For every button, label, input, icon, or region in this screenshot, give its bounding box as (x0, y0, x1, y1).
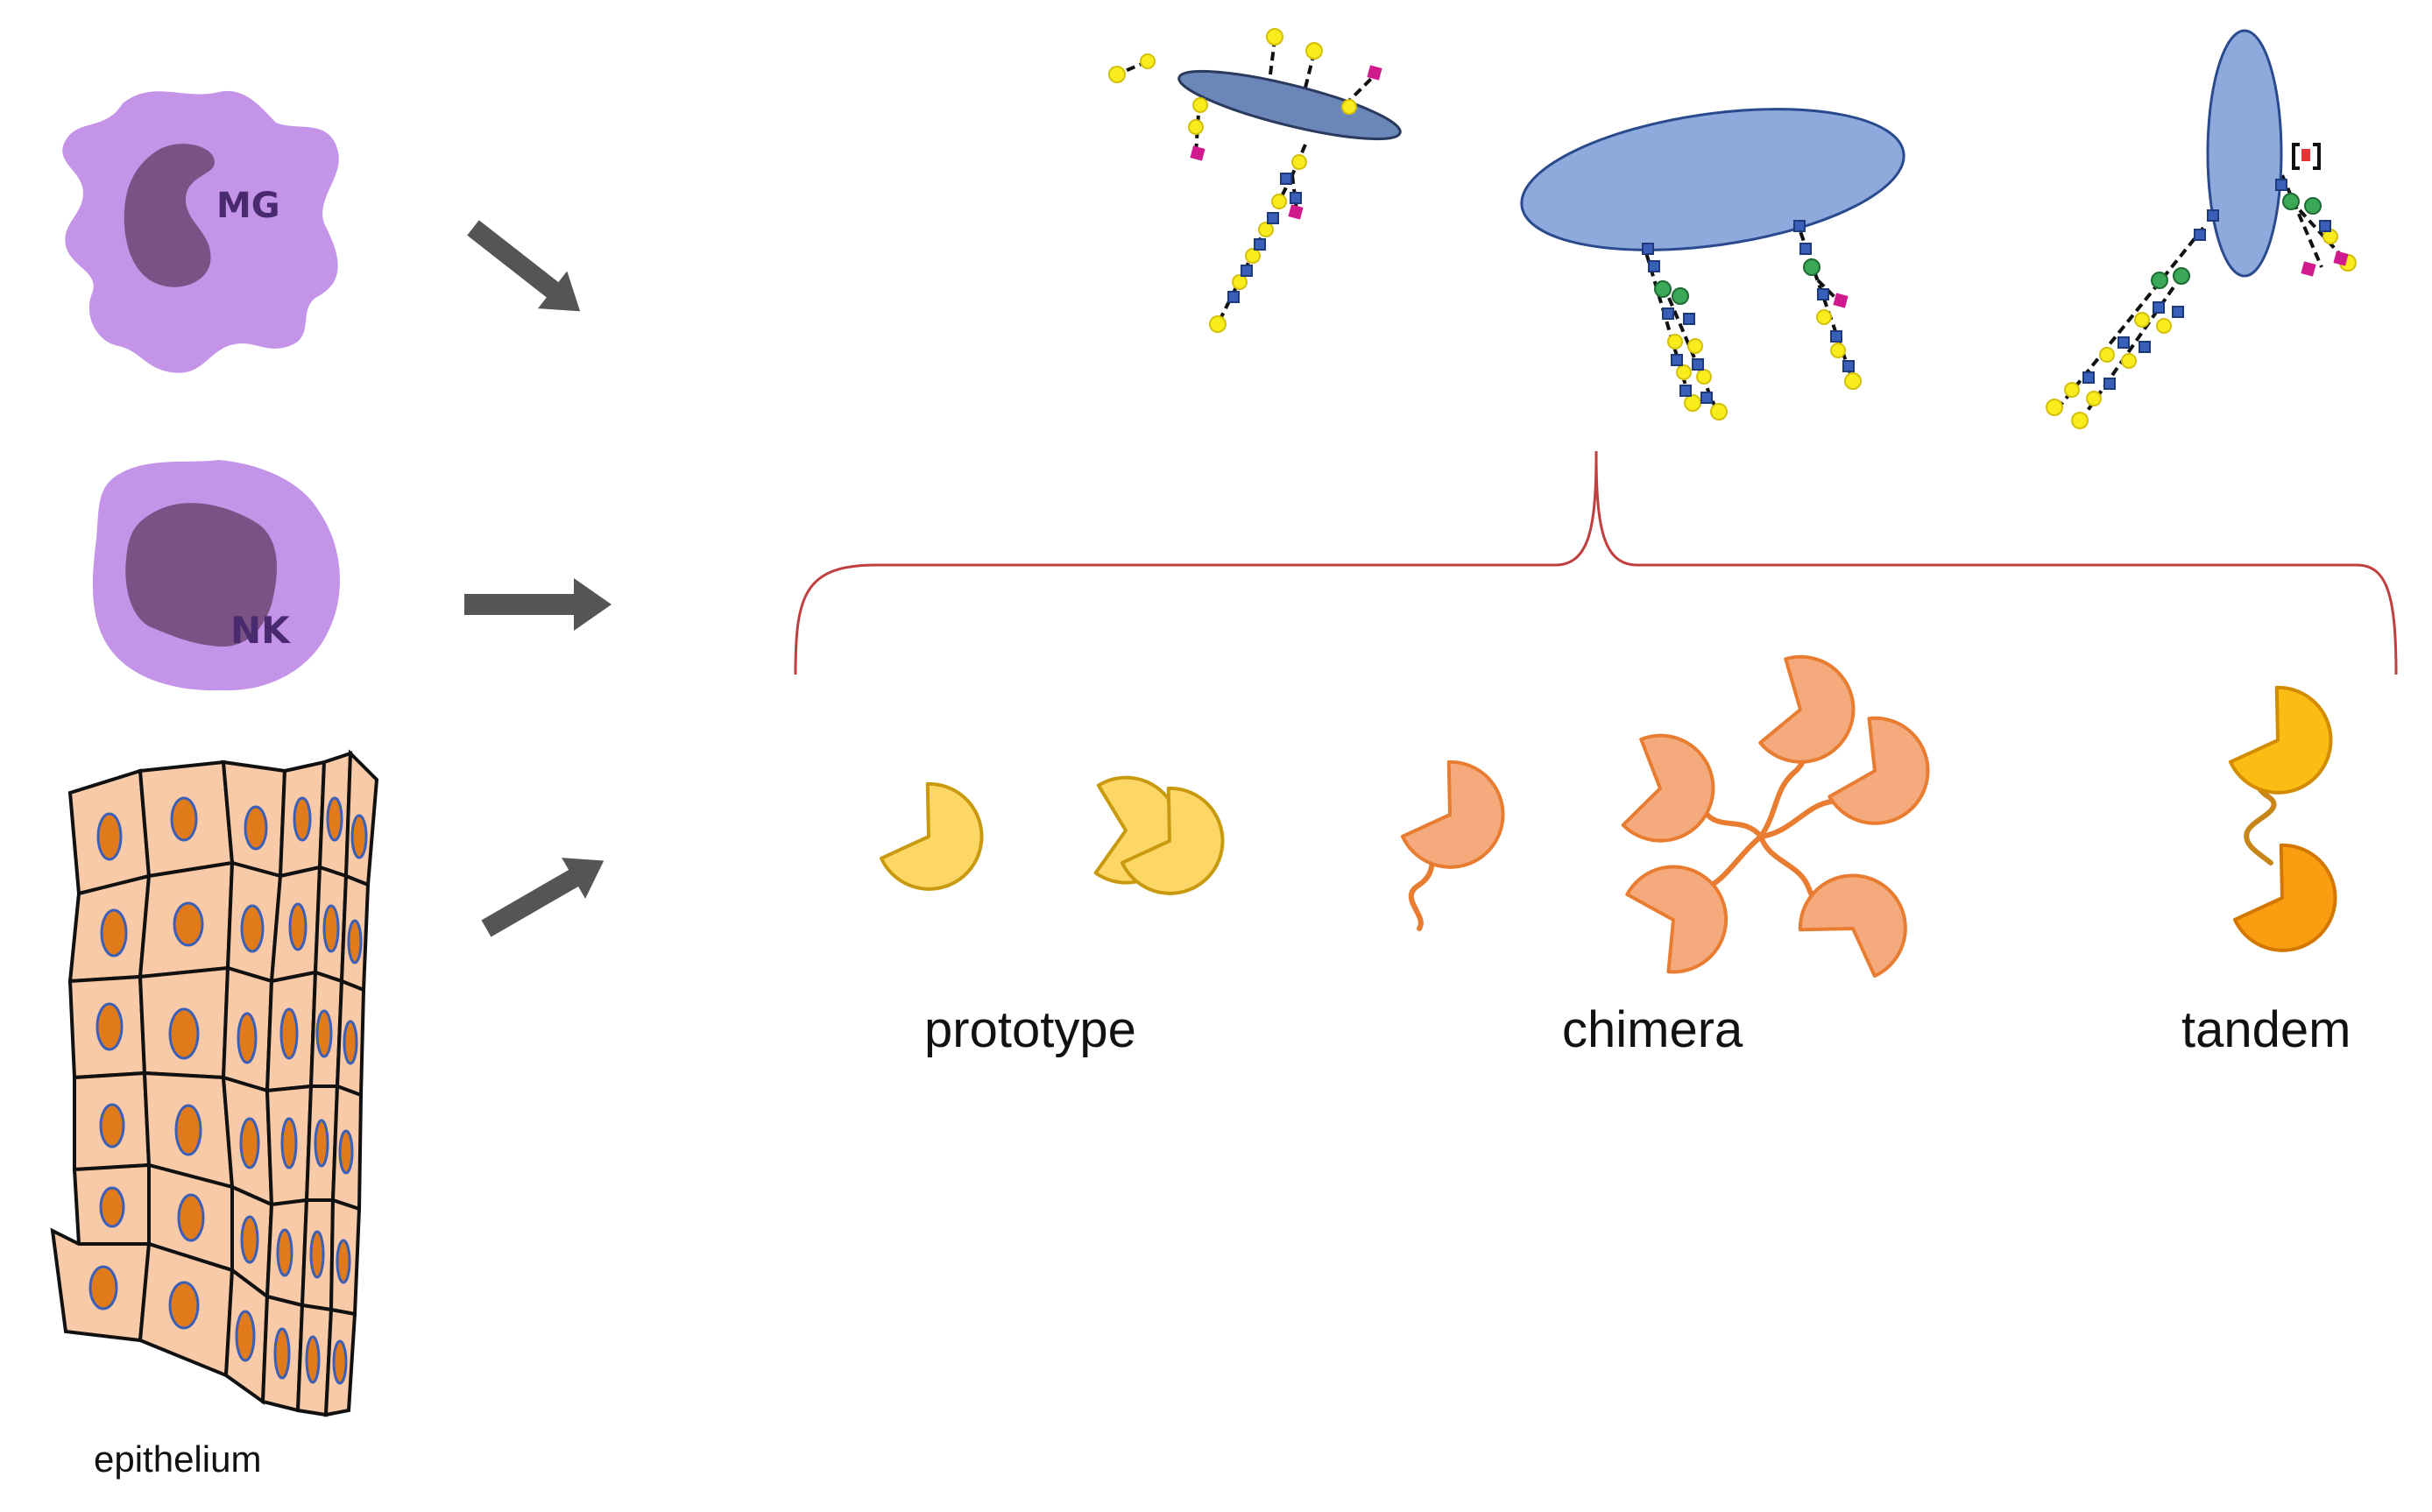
galectin-crd-icon (1394, 755, 1509, 873)
mg-label: MG (216, 186, 280, 226)
tandem-galectin (2222, 681, 2342, 957)
glycoprotein (1520, 108, 1905, 420)
chimera-label: chimera (1562, 1001, 1743, 1058)
prototype-label: prototype (924, 1001, 1136, 1058)
microglia-cell (62, 90, 339, 373)
tandem-label: tandem (2181, 1001, 2351, 1058)
glycoprotein (2046, 29, 2357, 429)
galectin-crd-icon (1734, 639, 1870, 778)
prototype-galectins (873, 755, 1229, 904)
galectin-crd-icon (873, 777, 988, 895)
galectin-crd-icon (1793, 869, 1912, 985)
galectin-crd-icon (1591, 717, 1733, 858)
arrow-icon (464, 578, 612, 631)
sialic-bracket (2292, 143, 2321, 170)
nk-cell (92, 460, 340, 691)
arrows (464, 220, 612, 937)
galectin-crd-icon (2222, 681, 2337, 799)
glycoprotein-body (1520, 108, 1905, 251)
arrow-icon (467, 220, 581, 312)
glycoprotein-body (2206, 29, 2283, 278)
epithelium-label: epithelium (94, 1438, 262, 1480)
galectin-crd-icon (2226, 838, 2342, 957)
epithelium-tissue (50, 749, 379, 1417)
arrow-icon (481, 858, 604, 937)
nk-label: NK (230, 609, 290, 652)
mg-nucleus (124, 144, 215, 287)
nk-nucleus (125, 503, 277, 647)
glycoprotein (1108, 28, 1402, 333)
chimera-galectins (1394, 639, 1939, 989)
bracket (794, 450, 2398, 675)
glycoprotein-body (1177, 69, 1402, 141)
galectin-crd-icon (1602, 847, 1745, 989)
